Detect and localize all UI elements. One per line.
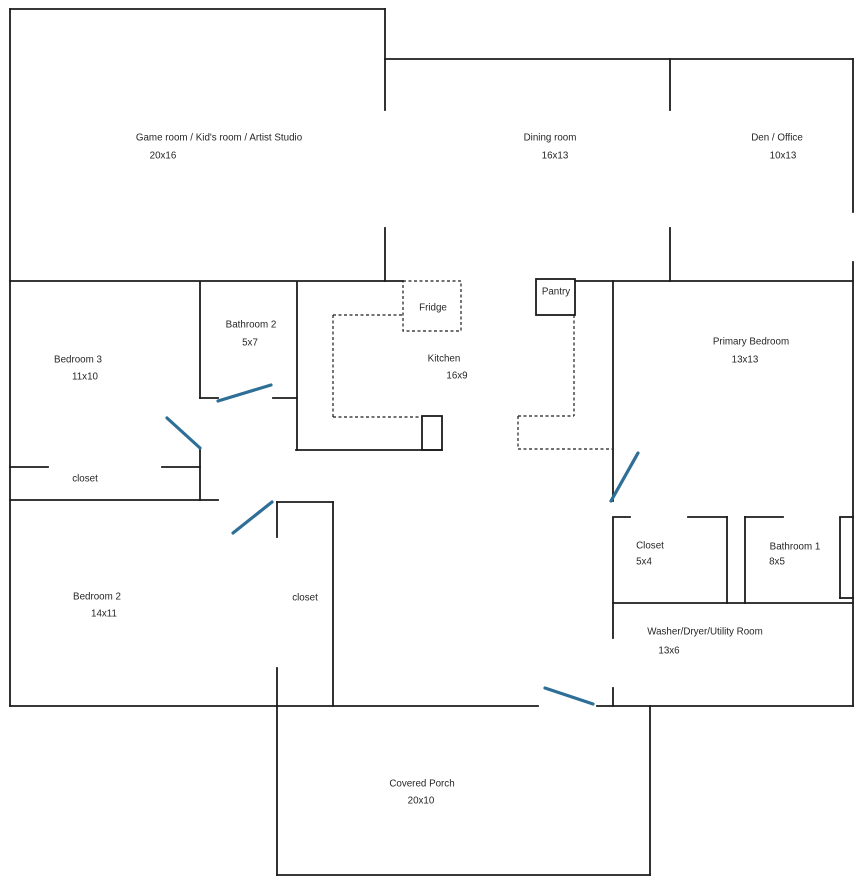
room-label: Kitchen: [428, 354, 461, 365]
room-size-label: 16x13: [542, 151, 569, 162]
room-size-label: 20x16: [150, 151, 177, 162]
room-size-label: 10x13: [770, 151, 797, 162]
room-size-label: 20x10: [408, 796, 435, 807]
room-label: Dining room: [524, 133, 577, 144]
room-label: Primary Bedroom: [713, 337, 789, 348]
room-size-label: 11x10: [72, 372, 99, 383]
room-size-label: 8x5: [769, 557, 785, 568]
room-label: Bedroom 3: [54, 355, 102, 366]
room-label: Bathroom 2: [226, 320, 277, 331]
room-label: closet: [292, 593, 318, 604]
door-swing-line: [216, 383, 273, 403]
room-size-label: 5x7: [242, 338, 258, 349]
pantry-box: [535, 278, 576, 316]
door-swing-line: [609, 451, 640, 503]
room-size-label: 14x11: [91, 609, 117, 620]
room-label: Den / Office: [751, 133, 803, 144]
room-label: Washer/Dryer/Utility Room: [647, 627, 763, 638]
room-label: Covered Porch: [389, 779, 454, 790]
fixture-label: Pantry: [542, 287, 570, 298]
room-label: Closet: [636, 541, 664, 552]
room-label: Bathroom 1: [770, 542, 821, 553]
room-label: Game room / Kid's room / Artist Studio: [136, 133, 303, 144]
fixture-label: Fridge: [419, 303, 447, 314]
room-size-label: 5x4: [636, 557, 652, 568]
room-label: Bedroom 2: [73, 592, 121, 603]
room-size-label: 13x13: [732, 355, 759, 366]
door-swing-line: [543, 686, 595, 706]
room-size-label: 16x9: [446, 371, 467, 382]
room-size-label: 13x6: [658, 646, 680, 657]
door-swing-line: [231, 500, 274, 535]
fridge-outline: [402, 280, 462, 332]
door-swing-line: [165, 416, 202, 450]
appliance-box: [421, 415, 443, 451]
room-label: closet: [72, 474, 98, 485]
